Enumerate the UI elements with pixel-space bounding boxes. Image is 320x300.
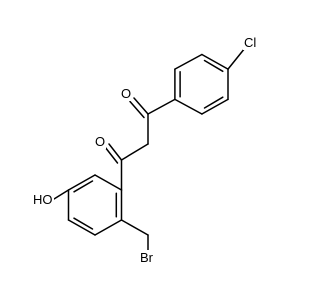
bond [227,47,246,70]
bond [67,219,96,236]
bromine-label: Br [140,250,154,265]
bond [174,98,203,115]
double-bond [129,100,145,119]
chlorine-label: Cl [244,35,256,50]
bond [201,53,229,70]
double-bond [133,97,149,115]
bond [201,98,229,115]
double-bond [73,217,94,230]
chlorophenyl-ring [174,47,246,115]
double-bond [203,59,224,73]
ketone-oxygen-label: O [121,86,131,101]
structure-diagram: Cl O O HO Br [32,35,259,265]
ketone-oxygen-label: O [95,134,105,149]
atom-labels: Cl O O HO Br [32,35,259,265]
bond [94,174,123,191]
double-bond [203,96,224,109]
hydroxyl-label: HO [33,192,53,207]
double-bond [73,180,94,193]
double-bond [104,146,119,164]
bond [120,143,149,161]
bromohydroxyphenyl-ring [53,174,149,251]
bond [94,219,123,236]
bond [67,174,96,191]
double-bond [108,143,123,161]
diketone-chain [104,97,176,191]
bond [53,189,70,200]
bond [120,219,149,236]
bond [147,98,176,115]
bond [174,53,203,70]
